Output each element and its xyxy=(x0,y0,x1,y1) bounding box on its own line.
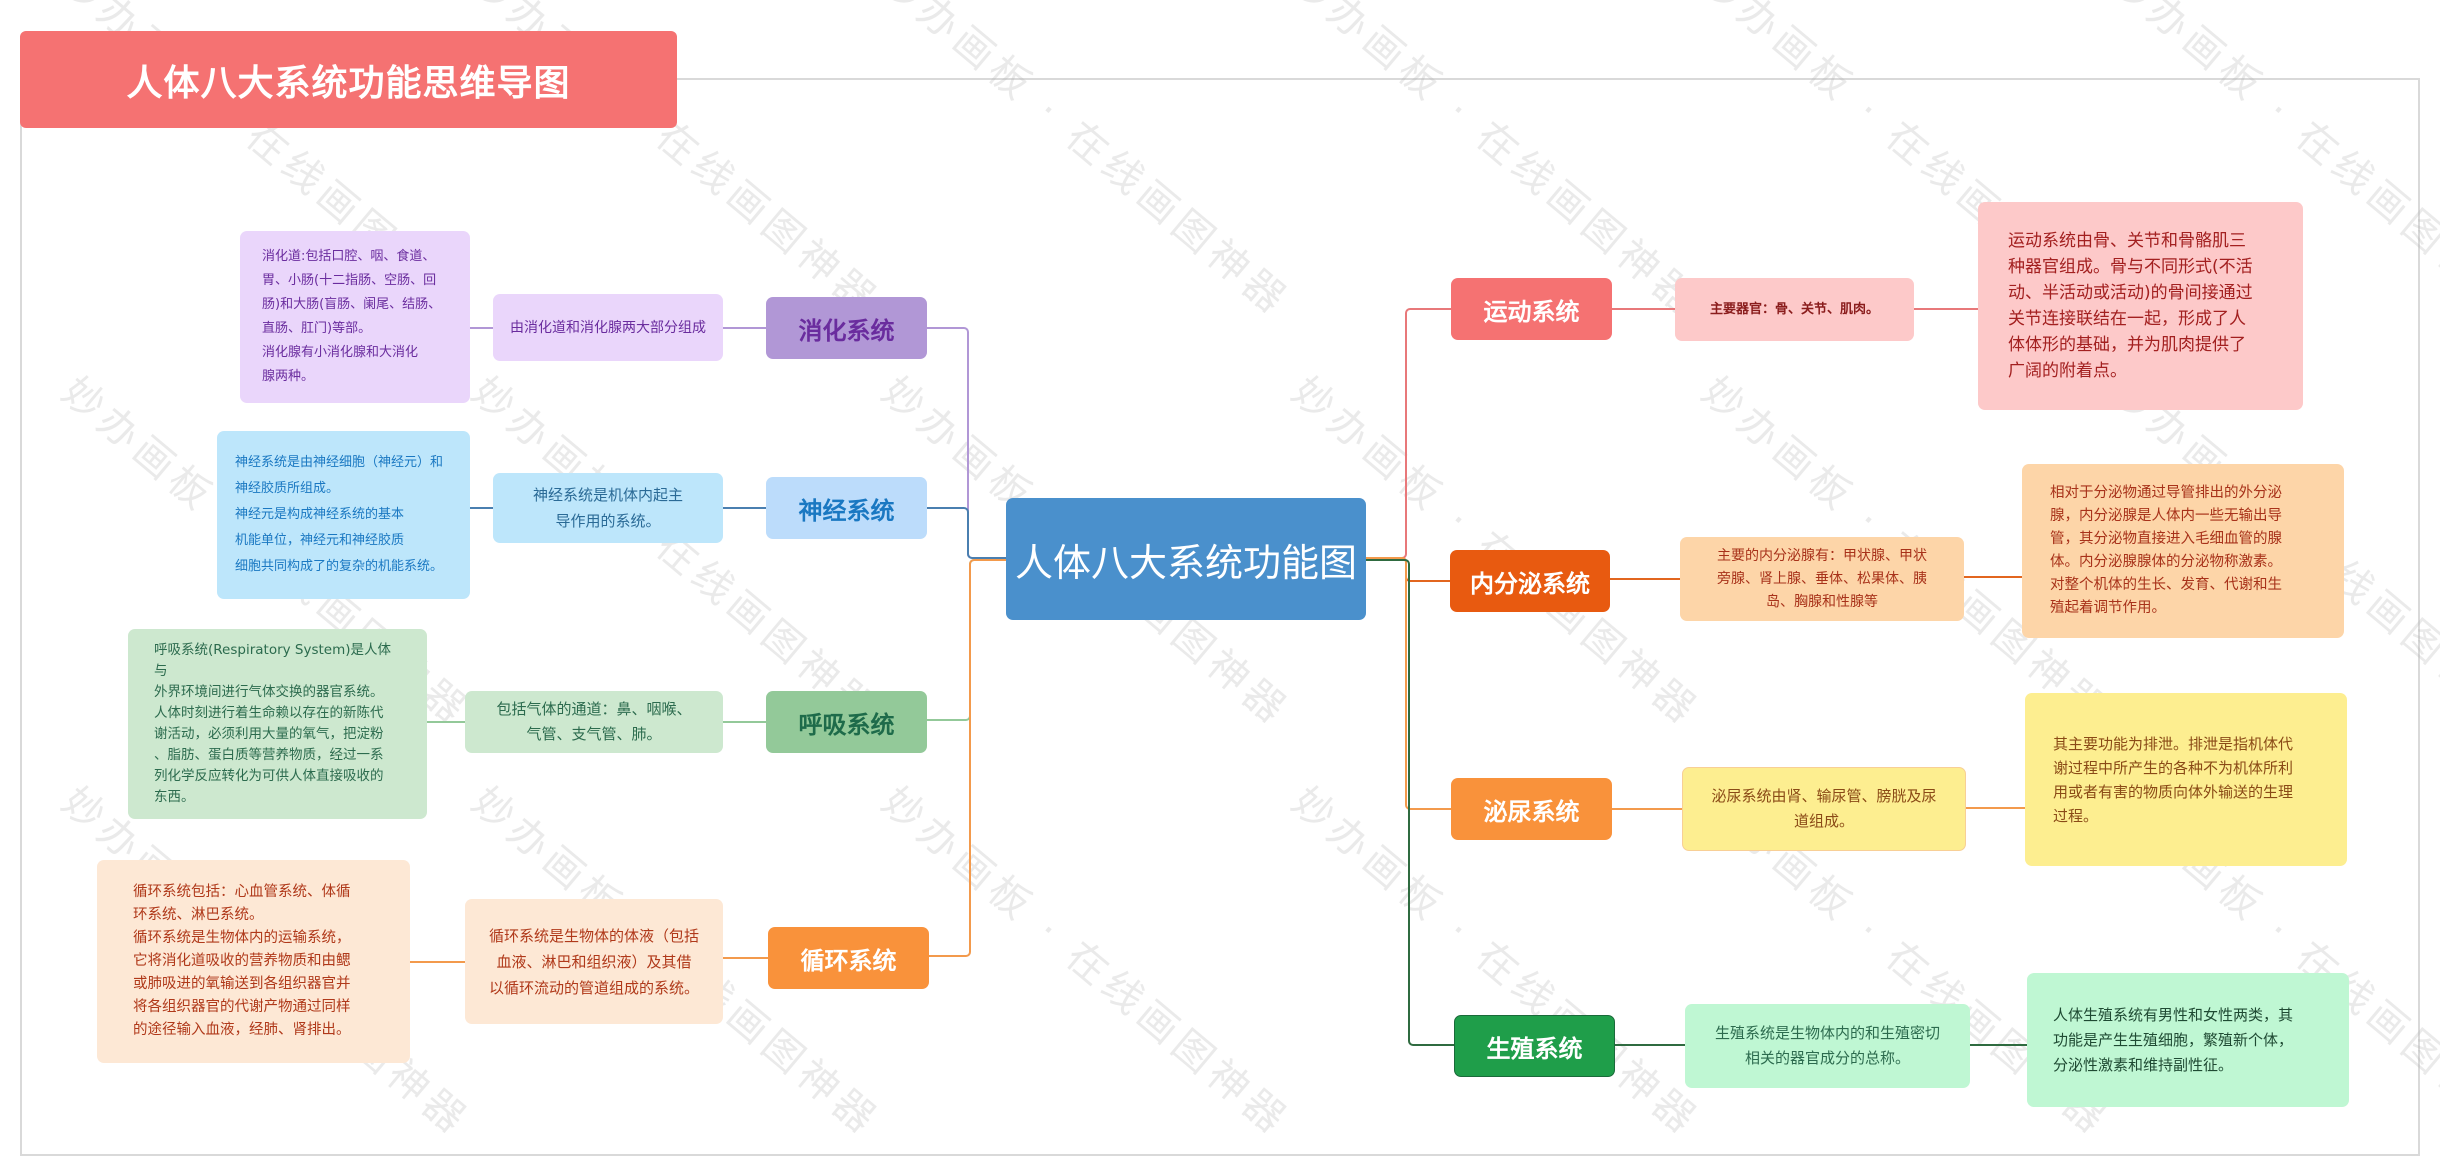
detail-locomotor[interactable]: 运动系统由骨、关节和骨骼肌三 种器官组成。骨与不同形式(不活 动、半活动或活动)… xyxy=(1978,202,2303,410)
detail-urinary[interactable]: 其主要功能为排泄。排泄是指机体代 谢过程中所产生的各种不为机体所利 用或者有害的… xyxy=(2025,693,2347,866)
detail-endocrine[interactable]: 相对于分泌物通过导管排出的外分泌 腺，内分泌腺是人体内一些无输出导 管，其分泌物… xyxy=(2022,464,2344,638)
branch-digestive-system[interactable]: 消化系统 xyxy=(766,297,927,359)
branch-locomotor-system[interactable]: 运动系统 xyxy=(1451,278,1612,340)
summary-nervous[interactable]: 神经系统是机体内起主 导作用的系统。 xyxy=(493,473,723,543)
summary-urinary[interactable]: 泌尿系统由肾、输尿管、膀胱及尿 道组成。 xyxy=(1682,767,1966,851)
branch-respiratory-system[interactable]: 呼吸系统 xyxy=(766,691,927,753)
page-title: 人体八大系统功能思维导图 xyxy=(20,31,677,128)
branch-urinary-system[interactable]: 泌尿系统 xyxy=(1451,778,1612,840)
summary-circulatory[interactable]: 循环系统是生物体的体液（包括 血液、淋巴和组织液）及其借 以循环流动的管道组成的… xyxy=(465,899,723,1024)
detail-nervous[interactable]: 神经系统是由神经细胞（神经元）和 神经胶质所组成。 神经元是构成神经系统的基本 … xyxy=(217,431,470,599)
detail-circulatory[interactable]: 循环系统包括：心血管系统、体循 环系统、淋巴系统。 循环系统是生物体内的运输系统… xyxy=(97,860,410,1063)
branch-endocrine-system[interactable]: 内分泌系统 xyxy=(1450,550,1610,612)
summary-reproductive[interactable]: 生殖系统是生物体内的和生殖密切 相关的器官成分的总称。 xyxy=(1685,1004,1970,1088)
center-topic[interactable]: 人体八大系统功能图 xyxy=(1006,498,1366,620)
summary-respiratory[interactable]: 包括气体的通道：鼻、咽喉、 气管、支气管、肺。 xyxy=(465,691,723,753)
detail-digestive[interactable]: 消化道:包括口腔、咽、食道、 胃、小肠(十二指肠、空肠、回 肠)和大肠(盲肠、阑… xyxy=(240,231,470,403)
branch-nervous-system[interactable]: 神经系统 xyxy=(766,477,927,539)
canvas-frame xyxy=(20,78,2420,1156)
summary-locomotor[interactable]: 主要器官：骨、关节、肌肉。 xyxy=(1675,278,1914,341)
detail-reproductive[interactable]: 人体生殖系统有男性和女性两类，其 功能是产生生殖细胞，繁殖新个体， 分泌性激素和… xyxy=(2027,973,2349,1107)
branch-circulatory-system[interactable]: 循环系统 xyxy=(768,927,929,989)
summary-endocrine[interactable]: 主要的内分泌腺有：甲状腺、甲状 旁腺、肾上腺、垂体、松果体、胰 岛、胸腺和性腺等 xyxy=(1680,537,1964,621)
summary-digestive[interactable]: 由消化道和消化腺两大部分组成 xyxy=(493,294,723,361)
detail-respiratory[interactable]: 呼吸系统(Respiratory System)是人体与 外界环境间进行气体交换… xyxy=(128,629,427,819)
branch-reproductive-system[interactable]: 生殖系统 xyxy=(1454,1015,1615,1077)
